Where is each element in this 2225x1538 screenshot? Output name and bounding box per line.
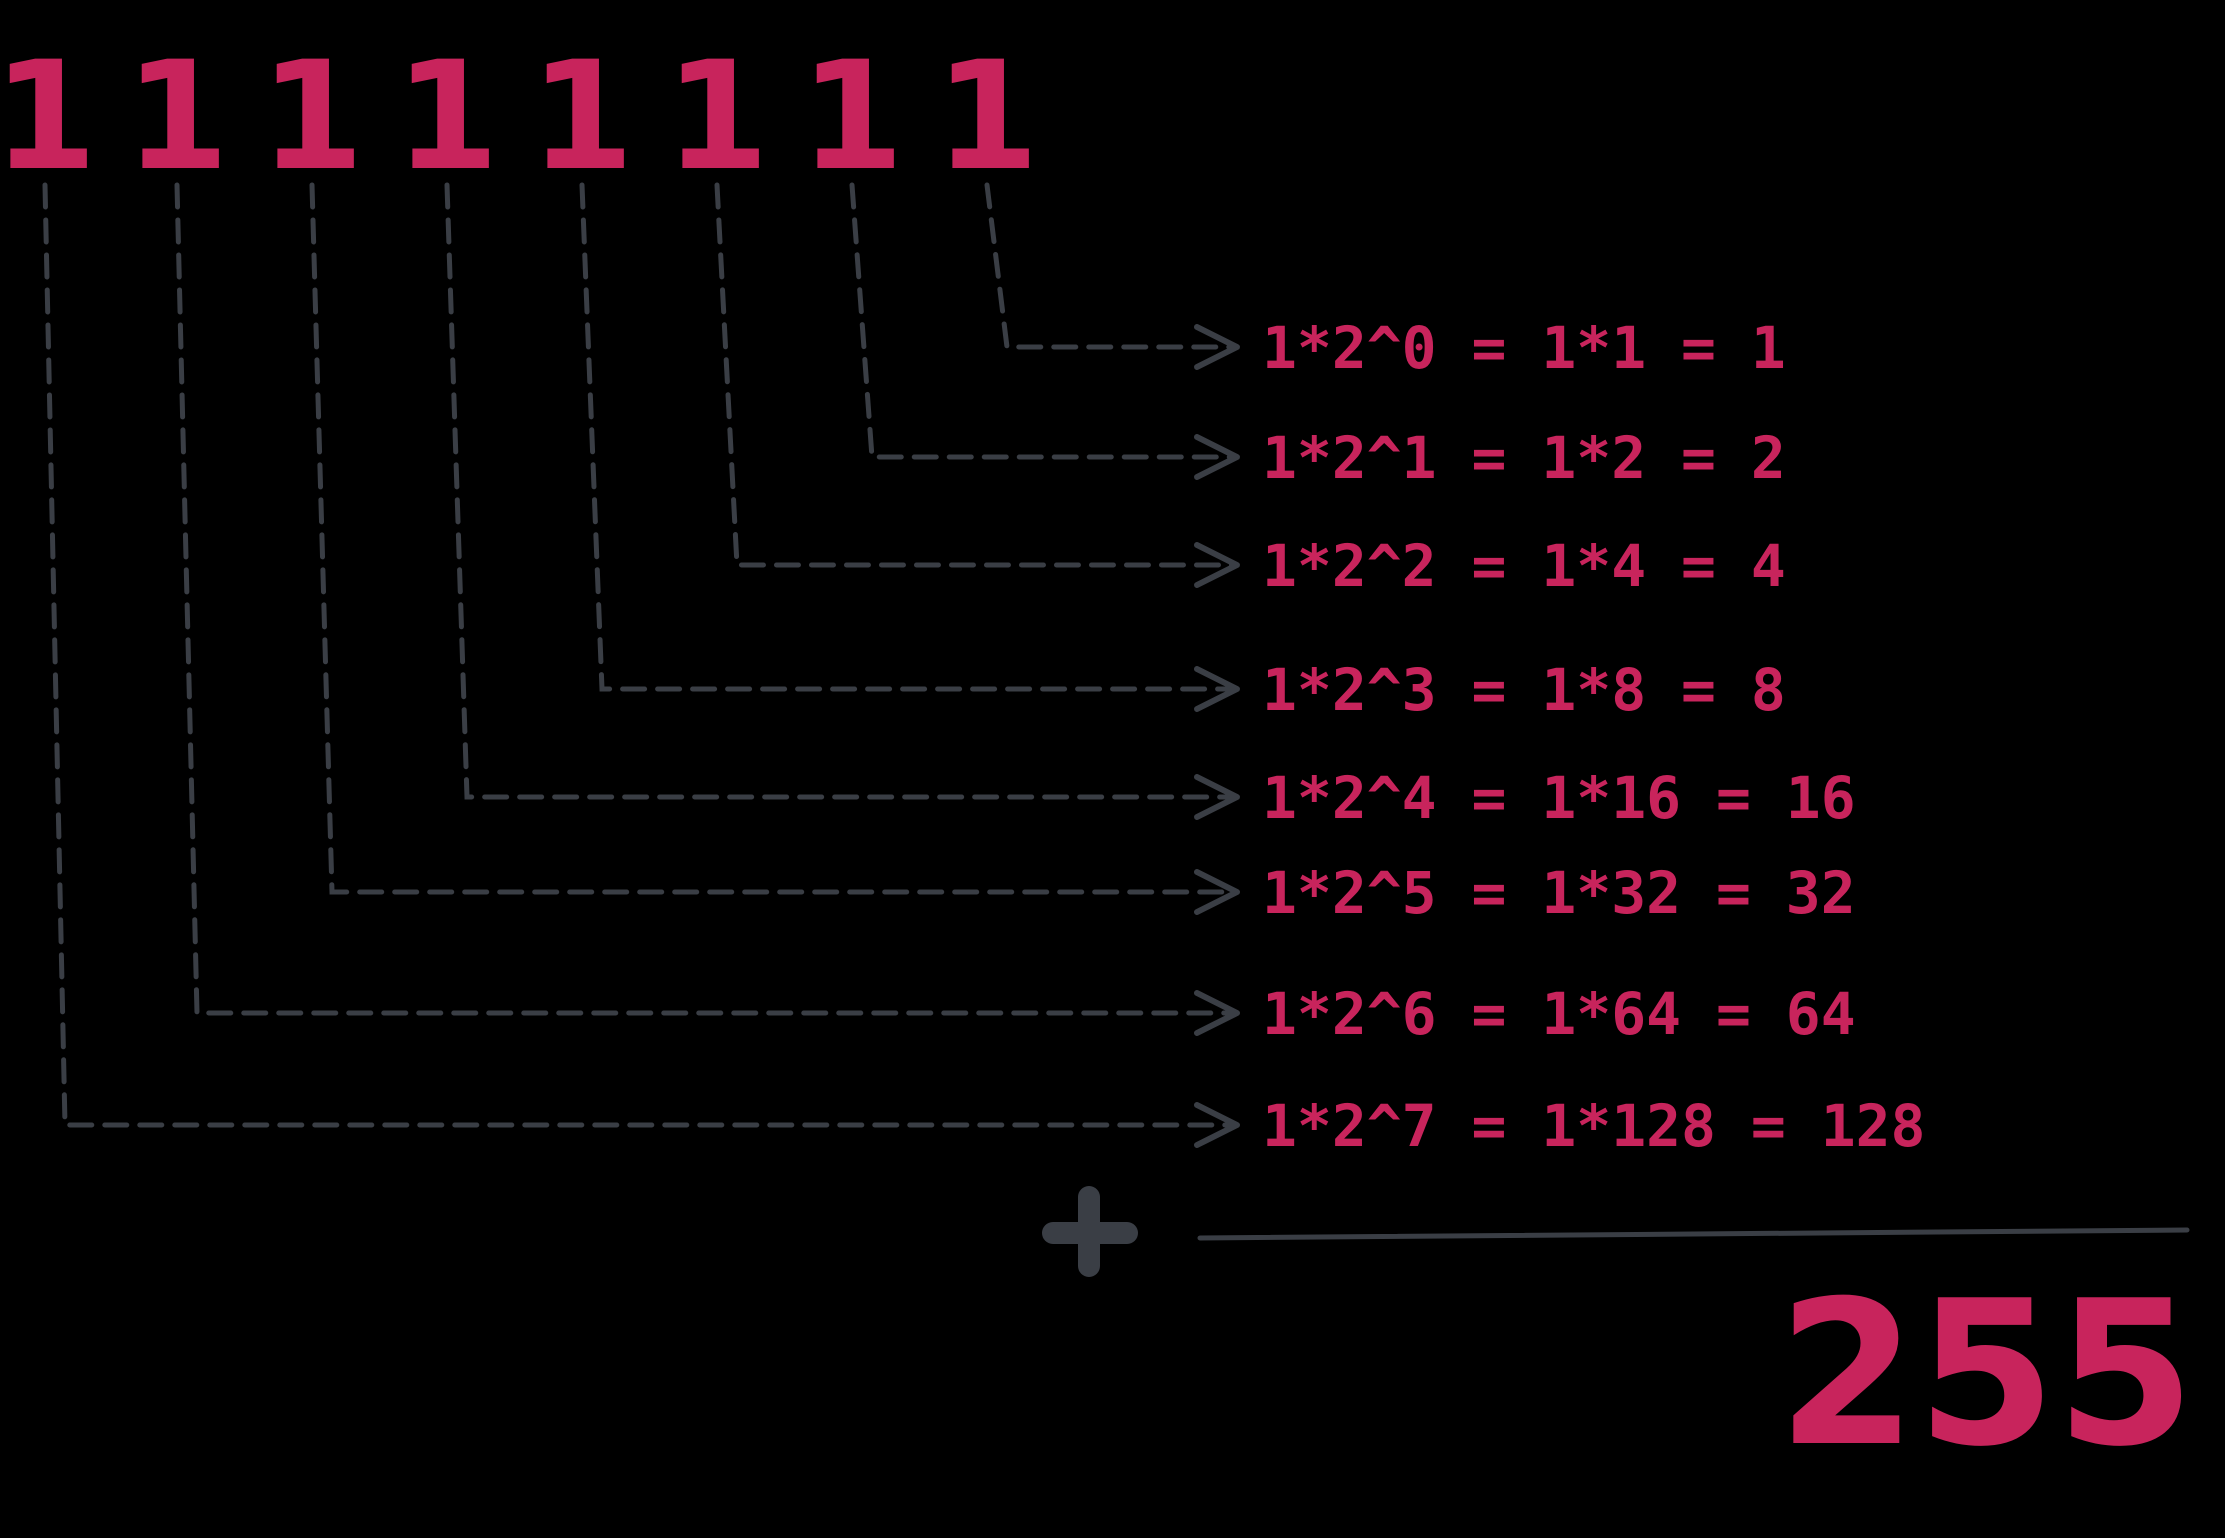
term-label: 1*2^5 = 1*32 = 32 [1262,859,1856,927]
bit-digit: 1 [530,30,634,204]
bit-digit: 1 [800,30,904,204]
connector-arrow [714,182,1240,568]
arrowhead [1194,542,1240,588]
arrowhead [1194,324,1240,370]
term-label: 1*2^2 = 1*4 = 4 [1262,532,1786,600]
bit-digit: 1 [665,30,769,204]
connector-arrow [849,182,1240,460]
total-value: 255 [1778,1258,2195,1491]
term-label: 1*2^3 = 1*8 = 8 [1262,656,1786,724]
bit-digit: 1 [935,30,1039,204]
arrowhead [1194,666,1240,712]
arrowhead [1194,434,1240,480]
connector-arrow [174,182,1240,1016]
connector-arrow [984,182,1240,350]
connector-group [42,182,1240,1148]
term-label: 1*2^4 = 1*16 = 16 [1262,764,1856,832]
term-label: 1*2^6 = 1*64 = 64 [1262,980,1856,1048]
bit-digit: 1 [0,30,97,204]
connector-arrow [42,182,1240,1128]
arrowhead [1194,990,1240,1036]
arrowhead [1194,869,1240,915]
connector-arrow [444,182,1240,800]
arrowhead [1194,1102,1240,1148]
bit-digit: 1 [125,30,229,204]
bit-digit: 1 [395,30,499,204]
expansion-terms: 1*2^0 = 1*1 = 1 1*2^1 = 1*2 = 2 1*2^2 = 1*… [1262,314,1925,1160]
plus-icon [1042,1186,1138,1277]
arrowhead [1194,774,1240,820]
sum-line [1197,1227,2190,1241]
term-label: 1*2^0 = 1*1 = 1 [1262,314,1786,382]
connector-arrow [309,182,1240,895]
term-label: 1*2^1 = 1*2 = 2 [1262,424,1786,492]
connector-arrow [579,182,1240,692]
bit-digit: 1 [260,30,364,204]
term-label: 1*2^7 = 1*128 = 128 [1262,1092,1925,1160]
